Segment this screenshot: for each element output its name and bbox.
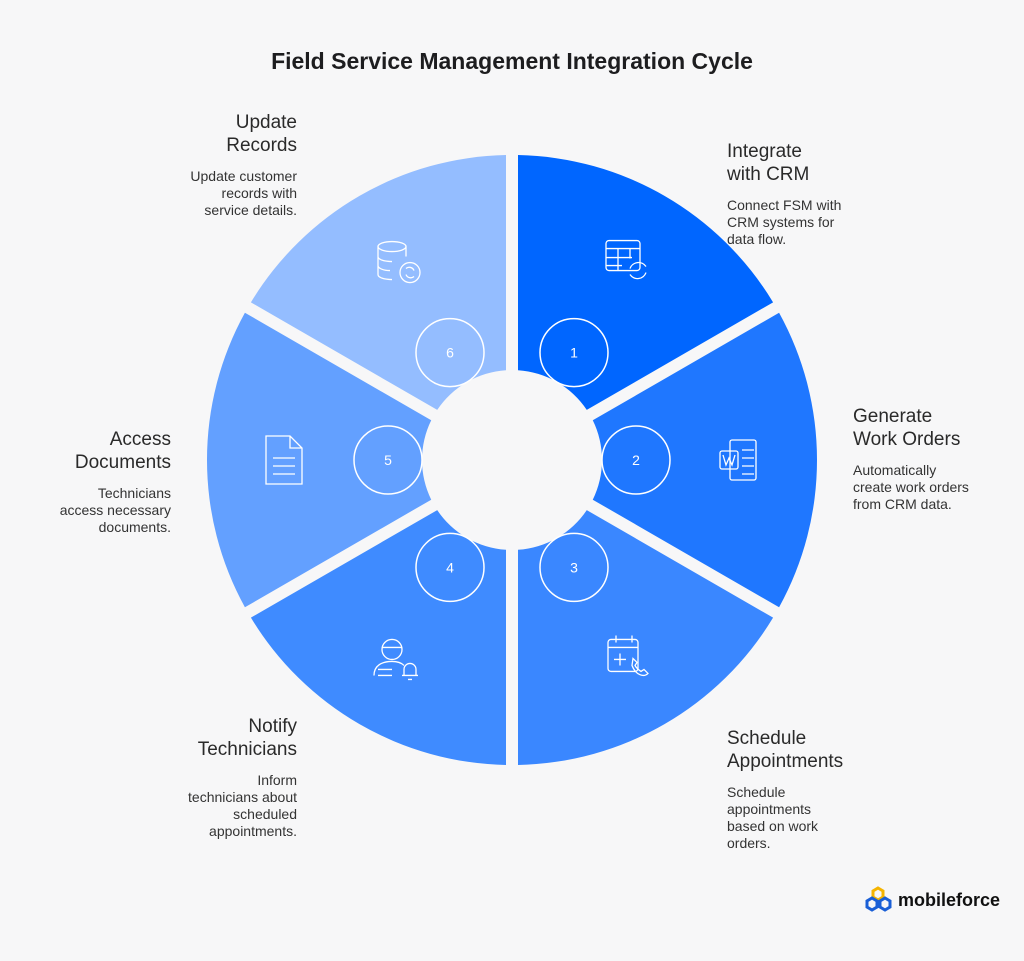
cycle-step-4: 4 (250, 510, 506, 765)
step-title: Notify (248, 716, 297, 737)
step-desc: Update customer (190, 168, 297, 184)
cycle-step-2: 2 (592, 312, 818, 608)
step-desc: appointments. (209, 823, 297, 839)
step-desc: based on work (727, 818, 819, 834)
step-desc: Connect FSM with (727, 197, 842, 213)
word-document-icon (719, 439, 757, 481)
step-desc: appointments (727, 801, 812, 817)
page-title: Field Service Management Integration Cyc… (271, 48, 753, 74)
segment (592, 312, 818, 608)
step-title: Documents (74, 452, 171, 473)
step-title: Work Orders (853, 429, 961, 450)
step-desc: records with (221, 185, 297, 201)
step-number: 1 (570, 345, 578, 361)
step-desc: Schedule (727, 784, 786, 800)
step-title: Update (235, 112, 297, 133)
cycle-step-6: 6 (250, 155, 506, 410)
cycle-step-1: 1 (518, 155, 774, 410)
step-title: Appointments (727, 751, 844, 772)
step-number-badge (539, 532, 609, 603)
mobileforce-logo-icon (865, 886, 892, 912)
brand-logo: mobileforce (864, 886, 1000, 914)
segment (206, 312, 432, 608)
database-sync-icon (377, 240, 421, 284)
step-number: 4 (446, 559, 454, 575)
step-number-badge (353, 425, 423, 495)
step-number-badge (539, 317, 609, 388)
step-number: 6 (446, 345, 454, 361)
step-number: 2 (632, 452, 640, 468)
step-title: Records (226, 135, 297, 156)
step-title: Integrate (727, 141, 802, 162)
step-title: Technicians (197, 739, 297, 760)
step-desc: CRM systems for (727, 214, 835, 230)
step-desc: orders. (727, 835, 771, 851)
step-title: Access (109, 429, 171, 450)
step-desc: create work orders (853, 479, 969, 495)
step-title: Generate (853, 406, 933, 427)
step-desc: Technicians (97, 485, 171, 501)
calendar-phone-icon (607, 635, 649, 676)
cycle-step-5: 5 (206, 312, 432, 608)
step-desc: from CRM data. (853, 496, 952, 512)
step-desc: data flow. (727, 231, 787, 247)
step-desc: documents. (98, 519, 171, 535)
step-desc: Inform (257, 772, 297, 788)
step-number: 3 (570, 559, 578, 575)
table-sync-icon (605, 239, 647, 280)
step-desc: Automatically (853, 462, 937, 478)
step-title: with CRM (727, 164, 810, 185)
step-number-badge (415, 532, 485, 603)
step-number-badge (601, 425, 671, 495)
document-icon (265, 435, 303, 485)
step-number-badge (415, 317, 485, 388)
step-desc: access necessary (59, 502, 171, 518)
step-number: 5 (384, 452, 392, 468)
cycle-step-3: 3 (518, 510, 774, 765)
step-desc: service details. (204, 202, 297, 218)
step-desc: technicians about (188, 789, 297, 805)
step-desc: scheduled (233, 806, 297, 822)
technician-bell-icon (373, 638, 418, 681)
step-title: Schedule (727, 728, 807, 749)
brand-name: mobileforce (898, 889, 1001, 910)
